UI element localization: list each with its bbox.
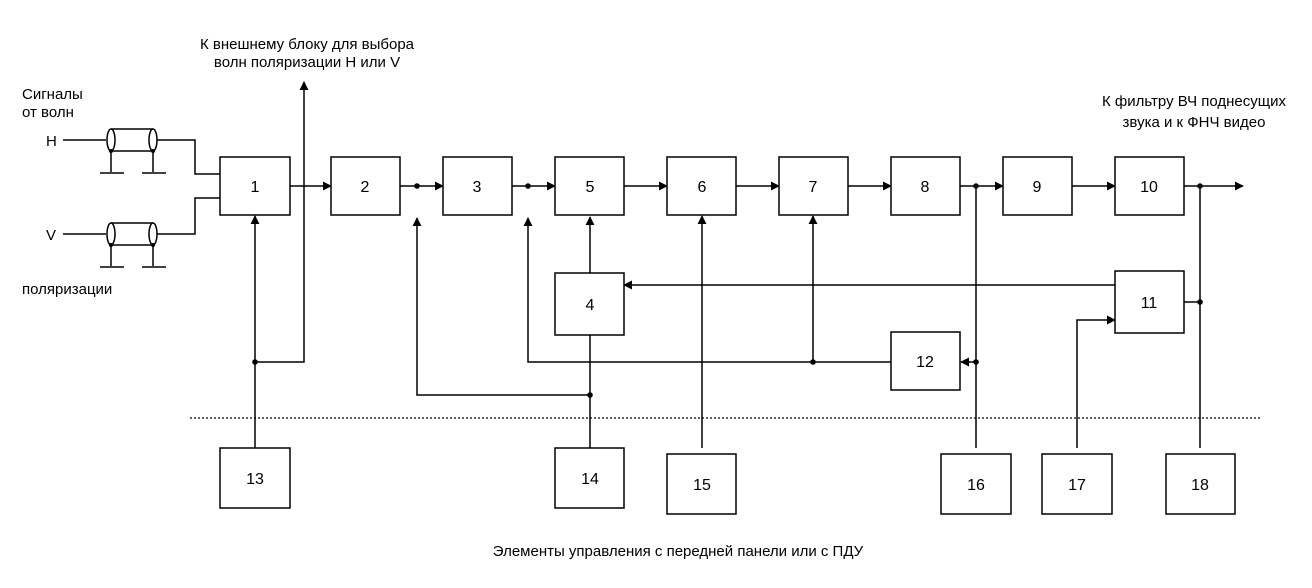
block-17: 17 xyxy=(1041,453,1113,515)
block-10-label: 10 xyxy=(1140,179,1158,196)
block-18-label: 18 xyxy=(1191,477,1209,494)
output-label-line2: звука и к ФНЧ видео xyxy=(1123,114,1266,131)
block-11: 11 xyxy=(1114,270,1185,334)
block-16: 16 xyxy=(940,453,1012,515)
block-9: 9 xyxy=(1002,156,1073,216)
block-3: 3 xyxy=(442,156,513,216)
signals-label-line2: от волн xyxy=(22,104,74,121)
block-16-label: 16 xyxy=(967,477,985,494)
block-6-label: 6 xyxy=(698,179,707,196)
block-14: 14 xyxy=(554,447,625,509)
block-2: 2 xyxy=(330,156,401,216)
block-4: 4 xyxy=(554,272,625,336)
signals-label-line1: Сигналы xyxy=(22,86,83,103)
block-10: 10 xyxy=(1114,156,1185,216)
block-15-label: 15 xyxy=(693,477,711,494)
block-18: 18 xyxy=(1165,453,1236,515)
block-17-label: 17 xyxy=(1068,477,1086,494)
block-5: 5 xyxy=(554,156,625,216)
h-input-label: H xyxy=(46,133,57,150)
block-5-label: 5 xyxy=(586,179,595,196)
block-7: 7 xyxy=(778,156,849,216)
labels: Сигналы от волн H V поляризации К внешне… xyxy=(22,36,1286,560)
block-9-label: 9 xyxy=(1033,179,1042,196)
block-11-label: 11 xyxy=(1141,295,1158,312)
block-6: 6 xyxy=(666,156,737,216)
block-13-label: 13 xyxy=(246,471,264,488)
block-12-label: 12 xyxy=(916,354,934,371)
output-label-line1: К фильтру ВЧ поднесущих xyxy=(1102,93,1286,110)
block-14-label: 14 xyxy=(581,471,599,488)
block-4-label: 4 xyxy=(586,297,595,314)
block-12: 12 xyxy=(890,331,961,391)
block-1-label: 1 xyxy=(251,179,260,196)
block-13: 13 xyxy=(219,447,291,509)
controls-label: Элементы управления с передней панели ил… xyxy=(493,543,864,560)
v-input-coax xyxy=(63,197,220,268)
ext-block-label-line2: волн поляризации H или V xyxy=(214,54,400,71)
block-3-label: 3 xyxy=(473,179,482,196)
h-input-coax xyxy=(63,128,220,175)
block-2-label: 2 xyxy=(361,179,370,196)
block-7-label: 7 xyxy=(809,179,818,196)
block-1: 1 xyxy=(219,156,291,216)
block-8: 8 xyxy=(890,156,961,216)
wiring xyxy=(190,81,1262,448)
block-8-label: 8 xyxy=(921,179,930,196)
ext-block-label-line1: К внешнему блоку для выбора xyxy=(200,36,415,53)
v-input-label: V xyxy=(46,227,56,244)
polarization-label: поляризации xyxy=(22,281,112,298)
block-15: 15 xyxy=(666,453,737,515)
